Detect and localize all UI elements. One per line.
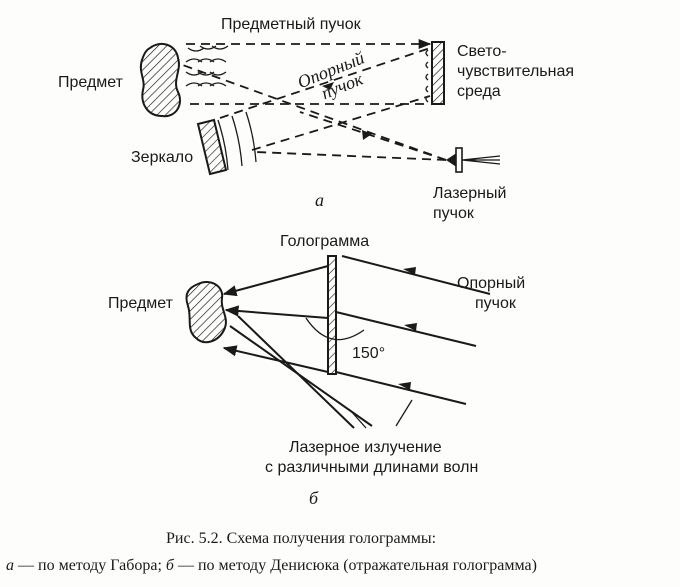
caption-methods: а — по методу Габора; б — по методу Дени… (6, 557, 537, 574)
reference-beam-b-1 (341, 255, 491, 295)
reference-beam-1 (219, 47, 431, 119)
laser-to-mirror (255, 151, 447, 161)
label-laser-a-2: пучок (433, 205, 475, 222)
label-letter-a: а (315, 190, 324, 210)
photosensitive-medium (425, 41, 445, 105)
mirror (196, 111, 257, 176)
object-b-shape (185, 280, 227, 344)
laser-source (446, 147, 501, 173)
object-wave-b-2 (224, 305, 329, 319)
label-object-a: Предмет (58, 74, 124, 91)
label-object-b: Предмет (108, 295, 174, 312)
laser-pointer-line-2 (349, 409, 367, 429)
label-laser-b-2: с различными длинами волн (265, 459, 478, 476)
laser-arrow-a (362, 130, 372, 140)
label-laser-b-1: Лазерное излучение (289, 439, 442, 456)
caption-title: Рис. 5.2. Схема получения голограммы: (166, 530, 436, 547)
label-laser-a-1: Лазерный (433, 185, 506, 202)
caption-b-text: — по методу Денисюка (отражательная голо… (174, 557, 537, 574)
label-reference-b-1: Опорный (457, 275, 525, 292)
caption-a-letter: а (6, 557, 14, 574)
laser-to-object (179, 63, 447, 161)
caption-a-text: — по методу Габора; (14, 557, 166, 574)
angle-arc (305, 317, 365, 341)
label-mirror: Зеркало (131, 149, 193, 166)
object-a-shape (139, 42, 181, 118)
object-wave-b-3 (222, 345, 329, 373)
label-medium-1: Свето- (457, 43, 507, 60)
diagram-b: Голограмма Предмет Опорный пучок 150° Ла… (108, 233, 525, 508)
ref-arrow-b-2 (404, 323, 417, 331)
label-letter-b: б (309, 488, 319, 508)
laser-to-medium (299, 111, 447, 161)
ref-arrow-b-3 (398, 382, 411, 390)
ref-arrow-b-1 (403, 267, 416, 275)
reference-beam-b-3 (335, 371, 467, 405)
reference-beam-arrow (322, 82, 334, 90)
hologram-plate (327, 255, 337, 375)
label-object-beam: Предметный пучок (221, 16, 362, 33)
caption-b-letter: б (166, 557, 175, 574)
label-reference-b-2: пучок (475, 295, 517, 312)
laser-pointer-line (395, 399, 413, 427)
diagram-a: Предметный пучок Предмет Опорный пучок С… (58, 16, 574, 222)
object-wave-b-1 (222, 265, 329, 297)
reference-beam-b-2 (335, 311, 477, 347)
object-wavefronts (185, 45, 229, 87)
label-hologram: Голограмма (280, 233, 369, 250)
label-angle: 150° (352, 345, 385, 362)
laser-beam-b-2 (229, 325, 373, 427)
label-medium-2: чувствительная (457, 63, 574, 80)
label-medium-3: среда (457, 83, 501, 100)
